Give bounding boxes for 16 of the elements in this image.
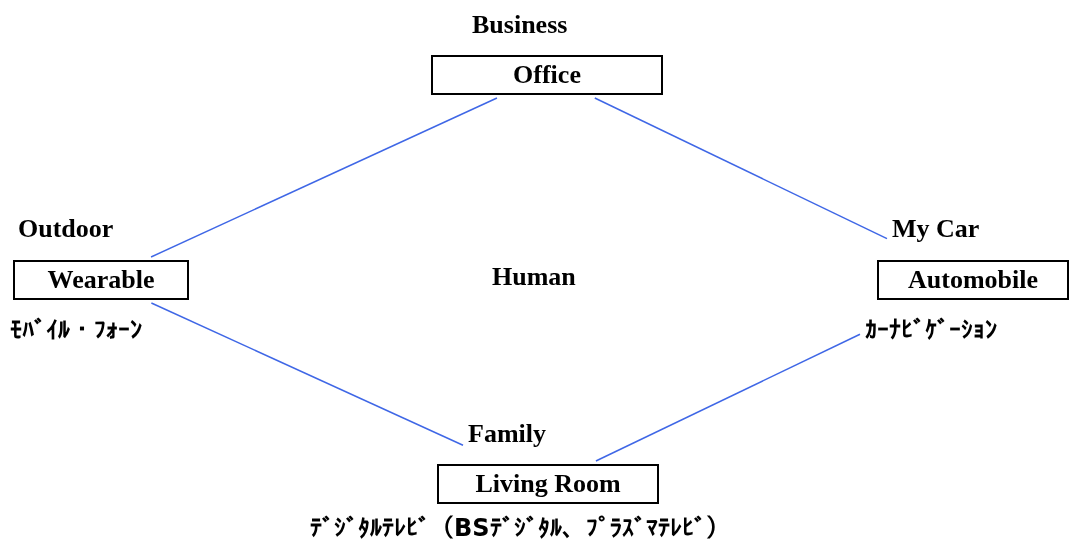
category-heading: Business: [472, 10, 568, 40]
description-text: ﾓﾊﾞｲﾙ・ﾌｫｰﾝ: [10, 316, 142, 344]
text-box: Wearable: [13, 260, 189, 300]
connector-line: [150, 97, 498, 258]
center-label: Human: [492, 262, 576, 292]
text-box: Living Room: [437, 464, 659, 504]
text-box: Automobile: [877, 260, 1069, 300]
category-heading: Outdoor: [18, 214, 114, 244]
text-box: Office: [431, 55, 663, 95]
category-heading: My Car: [892, 214, 980, 244]
description-text: ﾃﾞｼﾞﾀﾙﾃﾚﾋﾞ（BSﾃﾞｼﾞﾀﾙ、ﾌﾟﾗｽﾞﾏﾃﾚﾋﾞ）: [310, 514, 730, 542]
description-text: ｶｰﾅﾋﾞｹﾞｰｼｮﾝ: [865, 316, 997, 344]
category-heading: Family: [468, 419, 546, 449]
connector-line: [595, 333, 861, 462]
connector-line: [594, 97, 888, 240]
connector-line: [150, 302, 464, 446]
